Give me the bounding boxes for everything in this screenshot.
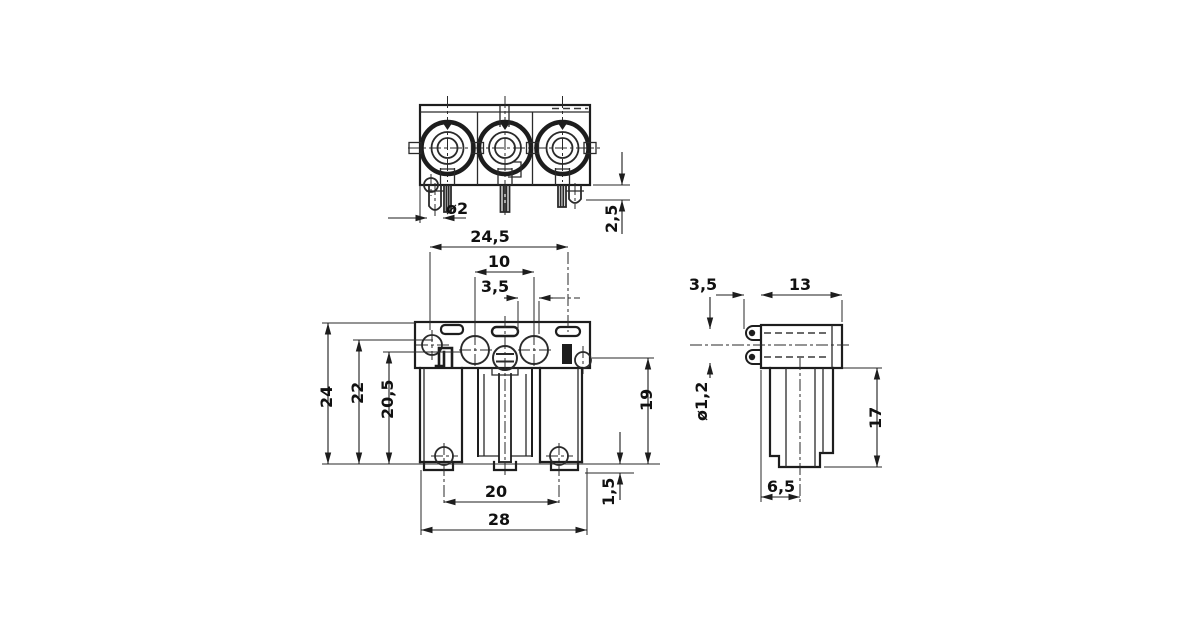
dim-side-depth-top: 13 bbox=[761, 275, 843, 322]
dim-front-height-right: 19 bbox=[592, 357, 656, 464]
dim-top-pin-protrusion: 2,5 bbox=[586, 152, 630, 234]
svg-text:ø2: ø2 bbox=[446, 199, 468, 218]
svg-text:24: 24 bbox=[317, 386, 336, 408]
svg-text:2,5: 2,5 bbox=[602, 205, 621, 233]
dim-side-tab-diameter: ø1,2 bbox=[692, 297, 714, 421]
dim-front-hole-pitch-top: 10 bbox=[474, 252, 535, 334]
dim-front-foot-height: 1,5 bbox=[599, 432, 624, 506]
terminal-2 bbox=[476, 105, 534, 185]
mounting-hole-left bbox=[431, 443, 458, 506]
svg-text:3,5: 3,5 bbox=[689, 275, 717, 294]
dim-front-slot-offset: 3,5 bbox=[481, 277, 580, 334]
contact-clip bbox=[434, 346, 454, 368]
slot-left bbox=[439, 323, 465, 336]
side-view: 13 3,5 ø1,2 17 6,5 bbox=[689, 275, 885, 505]
svg-text:10: 10 bbox=[488, 252, 510, 271]
terminal-3 bbox=[534, 119, 591, 185]
svg-text:20: 20 bbox=[485, 482, 507, 501]
svg-text:6,5: 6,5 bbox=[767, 477, 795, 496]
svg-text:13: 13 bbox=[789, 275, 811, 294]
dim-front-width-bottom: 28 bbox=[420, 468, 588, 535]
dim-front-height-total: 24 bbox=[317, 322, 415, 464]
dim-side-tab-offset: 3,5 bbox=[689, 275, 745, 329]
top-view: ø2 2,5 bbox=[388, 96, 630, 234]
keying-notch bbox=[441, 121, 454, 130]
svg-text:24,5: 24,5 bbox=[470, 227, 509, 246]
contact-blade bbox=[562, 344, 572, 364]
dim-side-depth-bottom: 6,5 bbox=[760, 370, 800, 502]
svg-text:19: 19 bbox=[637, 389, 656, 411]
front-flange bbox=[413, 320, 592, 370]
dim-top-pin-diameter: ø2 bbox=[388, 185, 468, 223]
dim-front-height-body: 22 bbox=[348, 339, 433, 464]
dim-front-width-top: 24,5 bbox=[429, 227, 569, 332]
side-flange bbox=[759, 323, 844, 370]
svg-text:28: 28 bbox=[488, 510, 510, 529]
center-channels bbox=[477, 367, 533, 472]
svg-text:22: 22 bbox=[348, 382, 367, 404]
latch-mark bbox=[508, 161, 522, 178]
keying-notch bbox=[556, 121, 569, 130]
keying-notch bbox=[499, 121, 511, 130]
right-leg bbox=[538, 366, 584, 472]
dim-side-body-height: 17 bbox=[824, 367, 885, 468]
svg-text:ø1,2: ø1,2 bbox=[692, 382, 711, 421]
cross-hole-left bbox=[416, 330, 449, 360]
svg-text:1,5: 1,5 bbox=[599, 478, 618, 506]
left-leg bbox=[418, 366, 464, 472]
mounting-hole-right bbox=[546, 443, 573, 506]
svg-text:3,5: 3,5 bbox=[481, 277, 509, 296]
socket-hole-right bbox=[518, 333, 551, 368]
contact-tabs bbox=[745, 325, 762, 365]
solder-pins bbox=[426, 182, 584, 216]
svg-text:17: 17 bbox=[866, 407, 885, 429]
hole-top-view bbox=[423, 174, 439, 196]
dim-front-hole-pitch-bottom: 20 bbox=[444, 482, 559, 506]
side-body bbox=[768, 358, 835, 505]
svg-text:20,5: 20,5 bbox=[378, 380, 397, 419]
socket-hole-left bbox=[459, 333, 492, 368]
front-view: 24,5 10 3,5 24 22 bbox=[317, 227, 660, 535]
dim-front-height-inner: 20,5 bbox=[378, 351, 462, 464]
